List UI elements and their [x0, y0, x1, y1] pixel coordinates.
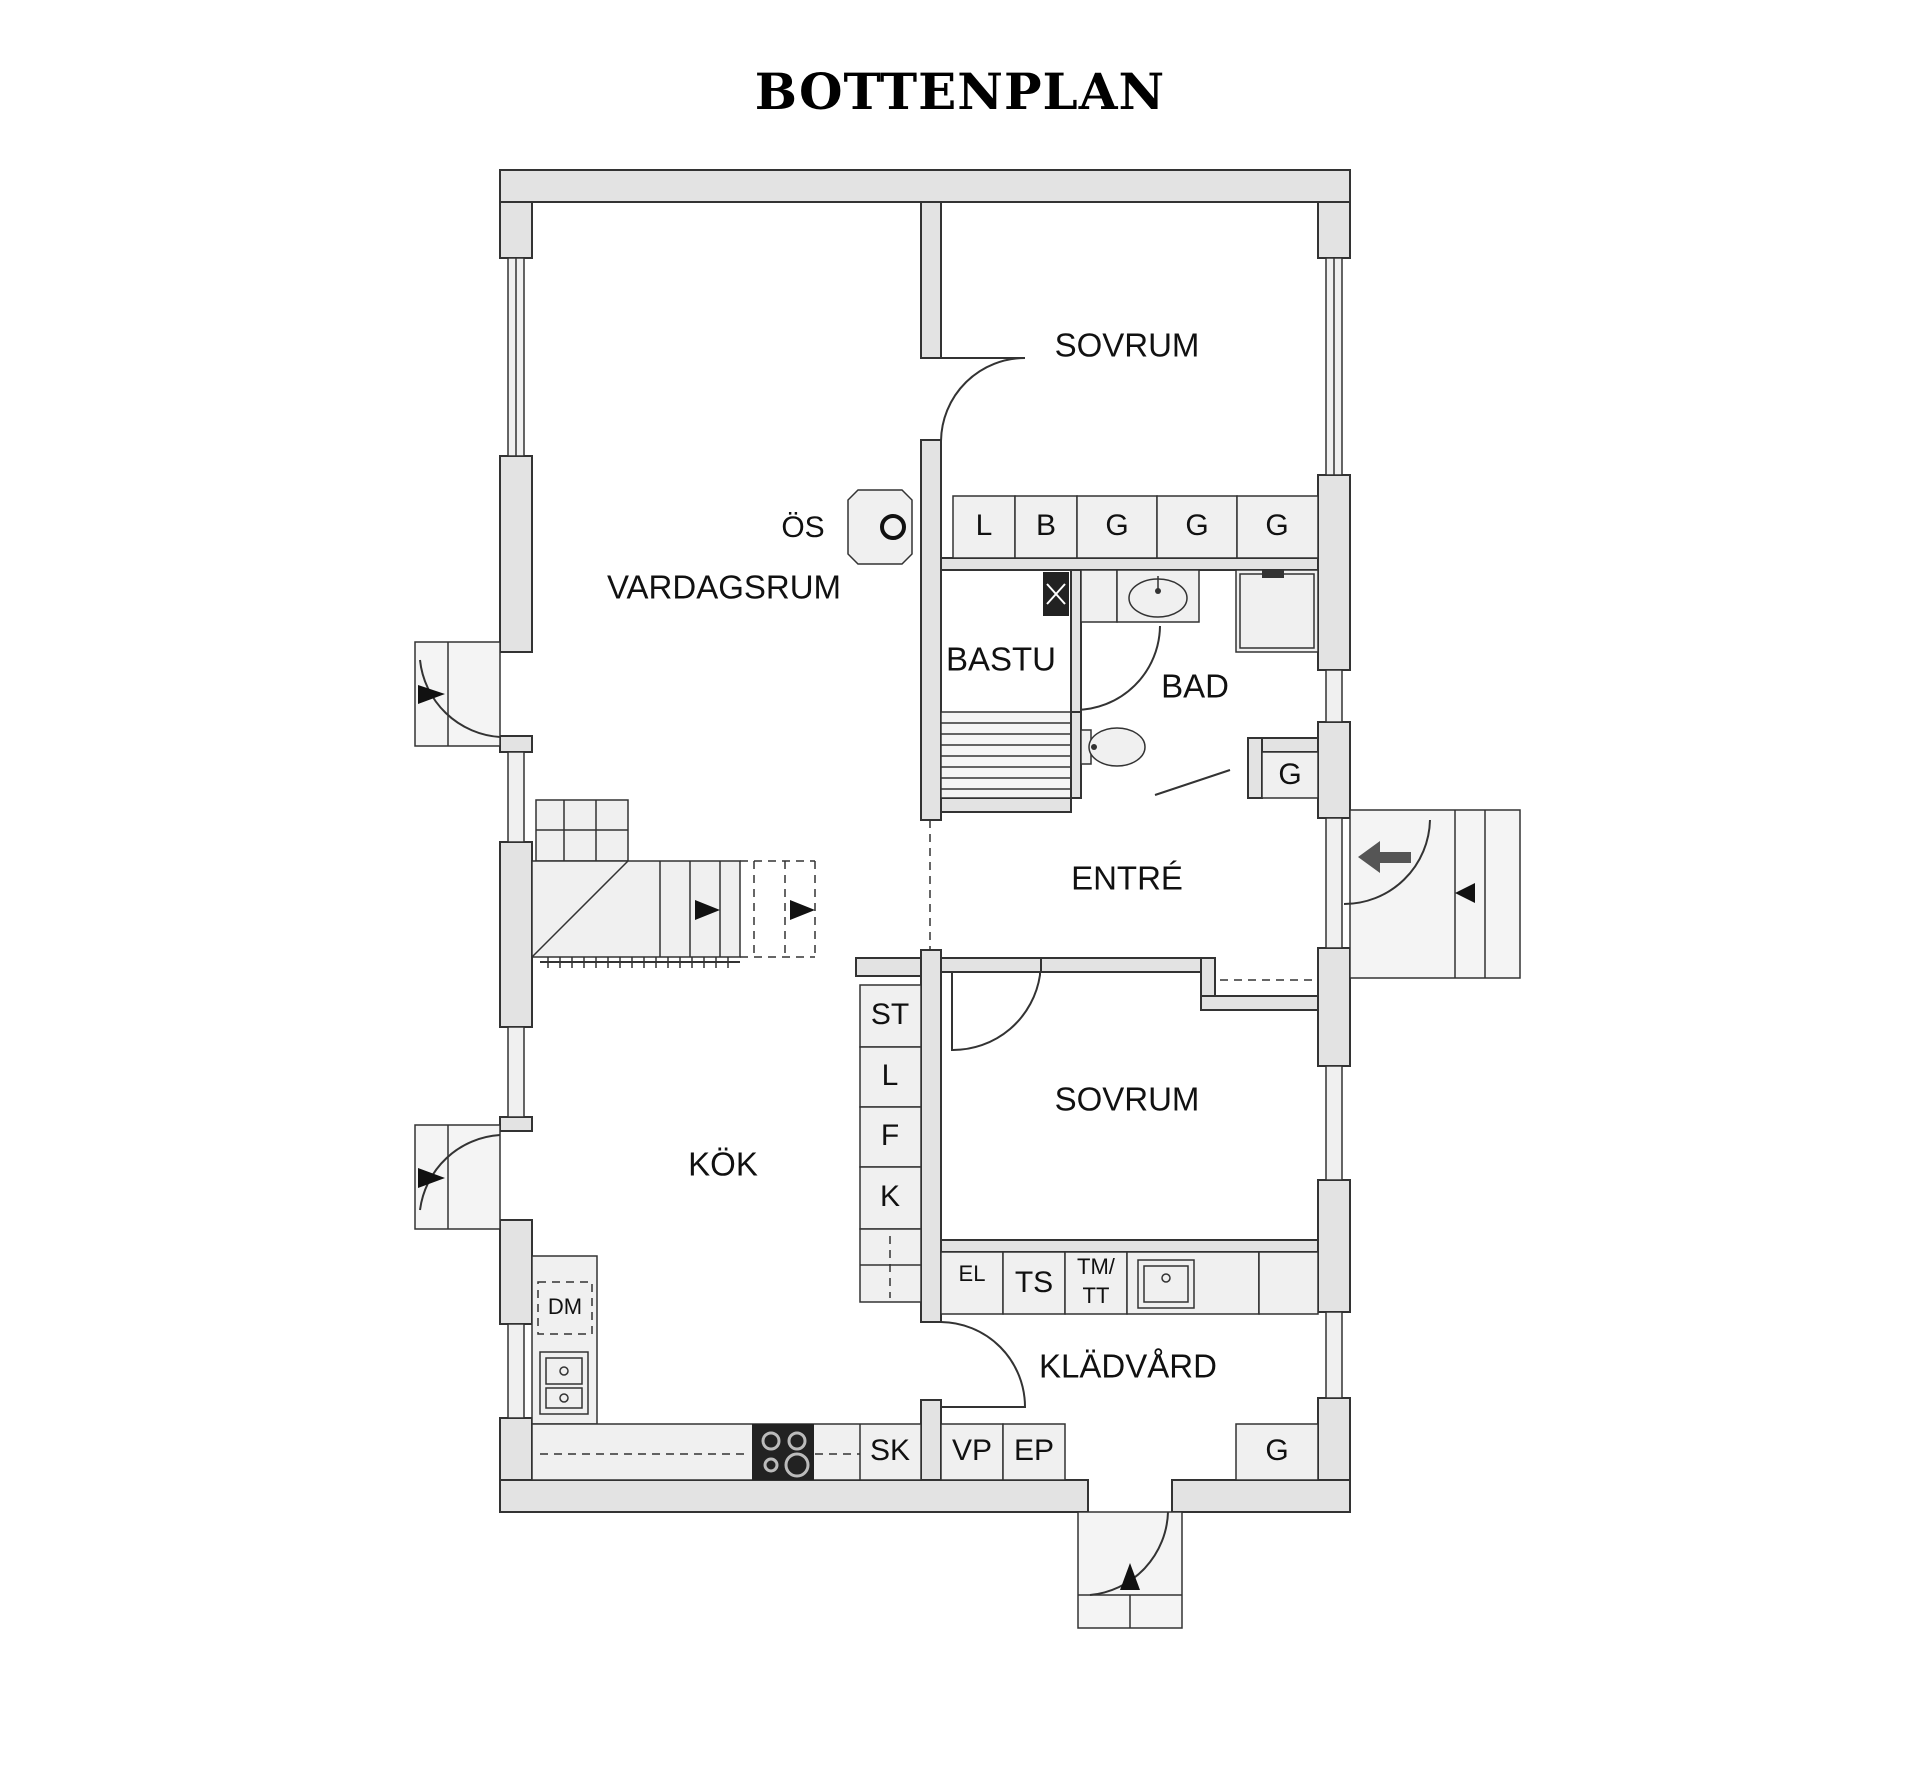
room-label-kok: KÖK	[688, 1146, 758, 1183]
arrow-icon	[418, 685, 445, 704]
room-label-vardagsrum: VARDAGSRUM	[607, 569, 841, 606]
kitchen-column: ST L F K	[859, 984, 922, 1303]
stove-icon	[752, 1424, 814, 1480]
wardrobe-label: L	[976, 509, 993, 542]
tm-label: TM/	[1077, 1254, 1116, 1279]
kitchen-column-label: L	[882, 1059, 899, 1092]
dm-label: DM	[548, 1294, 582, 1319]
el-label: EL	[959, 1261, 986, 1286]
room-label-entre: ENTRÉ	[1071, 860, 1183, 897]
kitchen-column-label: K	[880, 1180, 900, 1213]
doors	[929, 357, 1318, 1408]
arrow-icon	[790, 900, 815, 920]
sk-label: SK	[870, 1434, 910, 1467]
bathroom-fixtures: G	[940, 569, 1319, 799]
room-label-bastu: BASTU	[946, 641, 1056, 678]
room-label-kladvard: KLÄDVÅRD	[1039, 1348, 1217, 1385]
laundry-fixtures: EL TS TM/ TT VP EP G	[940, 1251, 1319, 1481]
wardrobe-label: B	[1036, 509, 1056, 542]
arrow-icon	[695, 900, 720, 920]
staircase	[531, 799, 816, 968]
stove-icon	[880, 514, 906, 540]
kitchen-column-label: F	[881, 1119, 899, 1152]
wardrobe-label: G	[1265, 509, 1288, 542]
sink-icon	[539, 1351, 589, 1415]
sink-icon	[1137, 1259, 1195, 1309]
vp-label: VP	[952, 1434, 992, 1467]
kladvard-cabinet-label: G	[1265, 1434, 1288, 1467]
wardrobe-row-top: L B G G G	[952, 495, 1319, 559]
wardrobe-label: G	[1185, 509, 1208, 542]
room-label-sovrum-top: SOVRUM	[1055, 327, 1200, 364]
os-label: ÖS	[781, 511, 824, 544]
room-label-bad: BAD	[1161, 668, 1229, 705]
kitchen-column-label: ST	[871, 998, 909, 1031]
entrance-arrow-icon	[1358, 841, 1411, 873]
entry-steps	[414, 641, 1521, 1629]
ep-label: EP	[1014, 1434, 1054, 1467]
arrow-icon	[1120, 1563, 1140, 1590]
wardrobe-label: G	[1105, 509, 1128, 542]
arrow-icon	[418, 1168, 445, 1188]
room-label-sovrum-bottom: SOVRUM	[1055, 1081, 1200, 1118]
toilet-icon	[1080, 727, 1146, 767]
fireplace: ÖS	[781, 489, 913, 565]
room-labels: VARDAGSRUM SOVRUM BASTU BAD ENTRÉ SOVRUM…	[607, 327, 1229, 1385]
arrow-icon	[1455, 883, 1475, 903]
shower-icon	[1235, 569, 1319, 653]
windows	[507, 257, 1343, 1419]
ts-label: TS	[1015, 1266, 1053, 1299]
sauna-heater-icon	[1043, 572, 1069, 616]
tt-label: TT	[1083, 1283, 1110, 1308]
kitchen-counters: DM SK	[531, 1255, 922, 1481]
plan-title: BOTTENPLAN	[754, 62, 1166, 121]
bad-cabinet-label: G	[1278, 758, 1301, 791]
